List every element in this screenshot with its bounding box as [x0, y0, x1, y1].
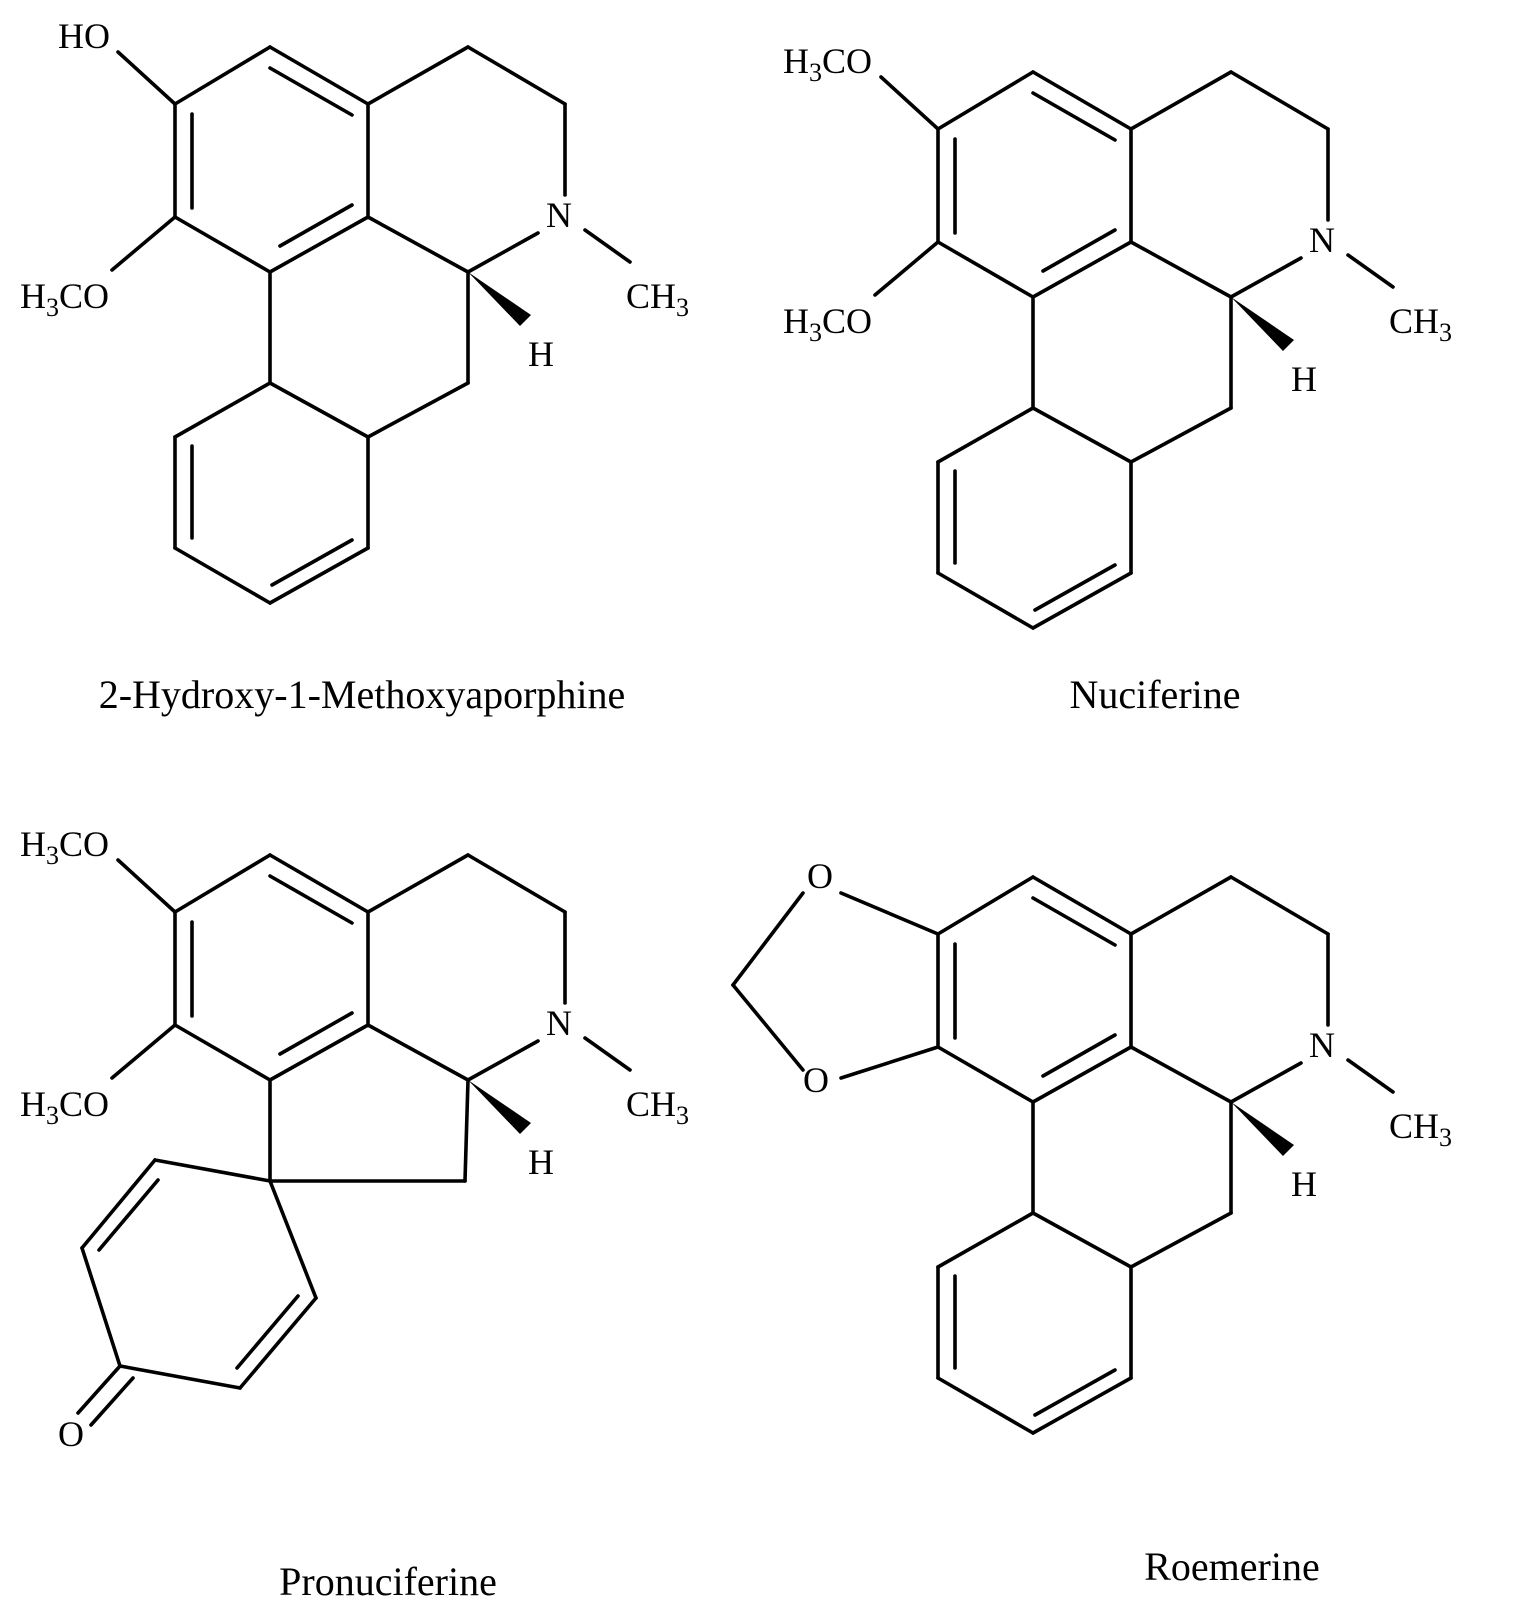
atom-label-h3co: H3CO [20, 276, 109, 322]
atom-label-h3co-bottom: H3CO [783, 301, 872, 347]
atom-label-n: N [1309, 1025, 1335, 1065]
atom-label-h3co-bottom: H3CO [20, 1084, 109, 1130]
atom-label-h: H [1291, 359, 1317, 399]
atom-label-n: N [546, 1003, 572, 1043]
atom-label-h3co-top: H3CO [783, 41, 872, 87]
atom-label-ch3: CH3 [626, 276, 689, 322]
compound-name-2: Nuciferine [1069, 672, 1240, 717]
compound-name-4: Roemerine [1144, 1544, 1320, 1589]
atom-label-h: H [528, 1142, 554, 1182]
atom-label-ho: HO [58, 16, 110, 56]
atom-label-o-top: O [807, 856, 833, 896]
structure-roemerine: O O N CH3 H [731, 856, 1452, 1435]
atom-label-n: N [546, 195, 572, 235]
atom-label-h: H [1291, 1164, 1317, 1204]
atom-label-ch3: CH3 [626, 1084, 689, 1130]
atom-label-h3co-top: H3CO [20, 824, 109, 870]
atom-label-n: N [1309, 220, 1335, 260]
compound-name-3: Pronuciferine [279, 1559, 497, 1604]
atom-label-o-bottom: O [803, 1060, 829, 1100]
atom-label-ch3: CH3 [1389, 1106, 1452, 1152]
atom-label-ch3: CH3 [1389, 301, 1452, 347]
structure-nuciferine: H3CO H3CO N CH3 H [783, 41, 1452, 630]
atom-label-h: H [528, 334, 554, 374]
compound-name-1: 2-Hydroxy-1-Methoxyaporphine [99, 672, 626, 717]
atom-label-o-ketone: O [58, 1414, 84, 1454]
structure-2-hydroxy-1-methoxyaporphine: HO H3CO N CH3 H [20, 16, 689, 605]
structure-pronuciferine: H3CO H3CO N CH3 H O [20, 824, 689, 1454]
